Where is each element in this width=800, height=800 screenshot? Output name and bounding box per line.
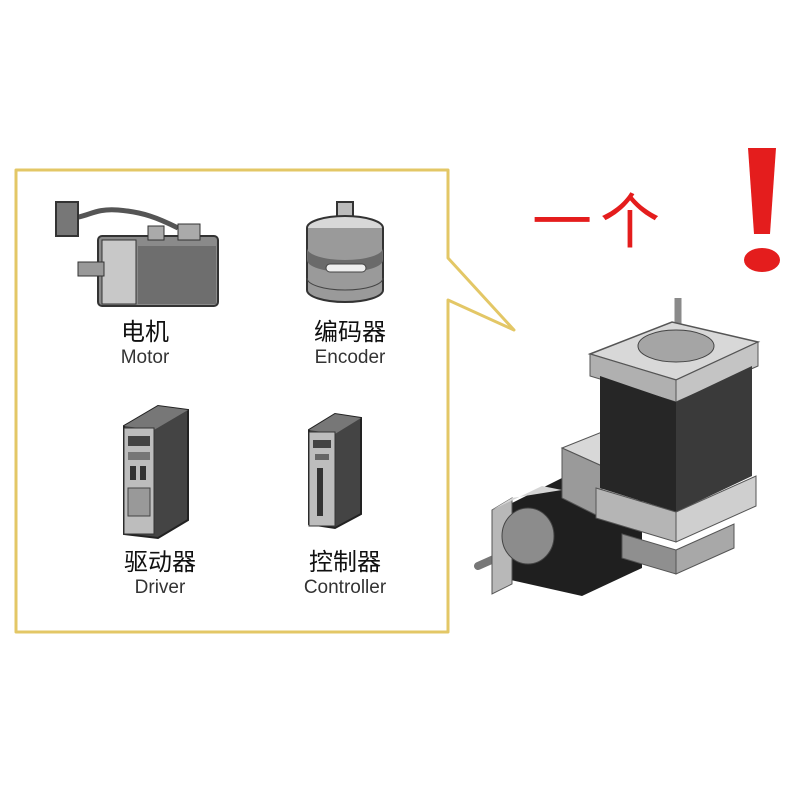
headline-words: 一个 [532, 188, 668, 258]
item-label-en: Encoder [314, 347, 386, 368]
item-label-en: Driver [134, 577, 186, 598]
callout-item-controller: 控制器 Controller [285, 548, 405, 600]
callout-item-motor: 电机 Motor [100, 318, 190, 370]
item-label-en: Controller [303, 577, 387, 598]
servo-motor-icon [55, 201, 219, 307]
callout-item-driver: 驱动器 Driver [110, 548, 210, 600]
item-label-cn: 控制器 [309, 548, 381, 576]
servo-driver-icon [123, 404, 189, 540]
encoder-icon [306, 201, 384, 303]
item-label-cn: 编码器 [314, 318, 386, 346]
item-label-en: Motor [120, 347, 170, 368]
item-label-cn: 电机 [121, 318, 169, 346]
controller-icon [308, 412, 362, 530]
exclamation-mark-icon: ! [744, 148, 780, 272]
callout-item-encoder: 编码器 Encoder [300, 318, 400, 370]
item-label-cn: 驱动器 [124, 548, 196, 576]
stepper-motor-image [474, 298, 761, 596]
headline-text: 一个 [532, 188, 668, 258]
